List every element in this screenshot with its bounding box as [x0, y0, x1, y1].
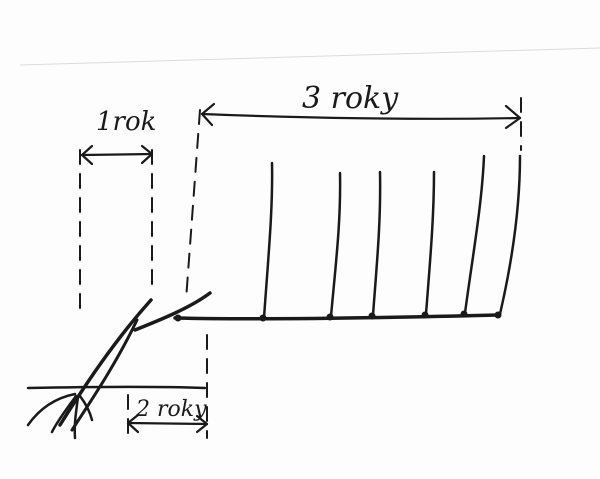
shoot — [371, 170, 382, 317]
shoot — [329, 171, 342, 318]
arrow-3roky — [200, 102, 522, 130]
shoot — [262, 161, 274, 320]
shoot — [424, 170, 436, 316]
trunk — [58, 298, 153, 432]
ground-line — [26, 385, 207, 390]
dashed-guides — [79, 97, 522, 439]
label-3roky: 3 roky — [302, 81, 399, 116]
shoot — [498, 154, 522, 316]
label-1rok: 1rok — [96, 107, 156, 137]
label-2roky: 2 roky — [135, 397, 207, 422]
paper-edge — [19, 47, 600, 66]
vertical-shoots — [262, 154, 522, 320]
upper-branch — [133, 291, 212, 332]
arrow-1rok — [80, 144, 154, 166]
shoot — [463, 154, 486, 315]
arrow-2roky — [126, 413, 209, 434]
cordon-arm — [173, 313, 500, 321]
